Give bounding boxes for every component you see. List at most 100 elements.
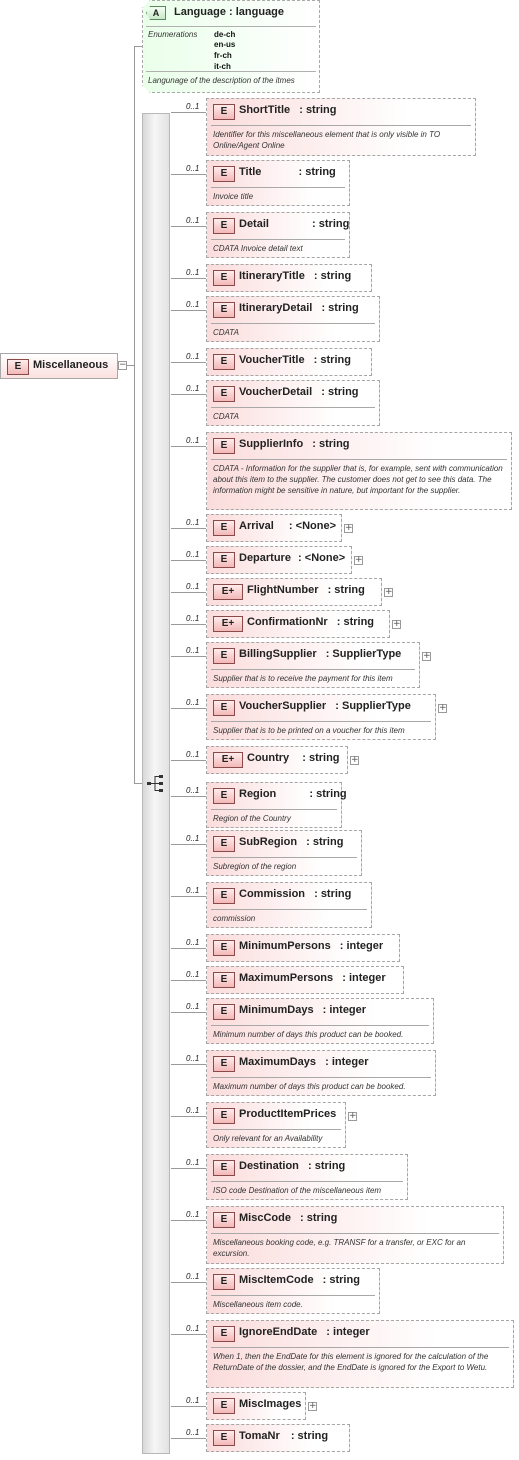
occurrence-label: 0..1 xyxy=(186,834,200,843)
element-badge: E xyxy=(213,354,235,370)
expand-icon[interactable]: + xyxy=(384,587,393,597)
branch-connector xyxy=(171,948,206,949)
element-divider xyxy=(211,125,471,126)
expand-icon[interactable]: + xyxy=(348,1111,357,1121)
element-documentation: When 1, then the EndDate for this elemen… xyxy=(213,1352,489,1372)
element-type: integer xyxy=(348,972,386,984)
element-badge: E+ xyxy=(213,752,243,768)
expand-icon[interactable]: + xyxy=(344,523,353,533)
element-title: ConfirmationNr : string xyxy=(247,616,375,628)
element-badge: E xyxy=(213,1056,235,1072)
element-vouchertitle[interactable]: E VoucherTitle : string xyxy=(206,348,372,376)
attribute-badge: A xyxy=(146,6,166,20)
element-name: MaximumPersons xyxy=(239,972,334,984)
attribute-language[interactable] xyxy=(142,0,320,93)
element-flightnumber[interactable]: E+FlightNumber : string xyxy=(206,578,382,606)
element-title: VoucherTitle : string xyxy=(239,354,351,366)
attr-connector xyxy=(134,46,142,47)
element-badge: E xyxy=(213,700,235,716)
element-badge: E xyxy=(213,1274,235,1290)
element-name: ItineraryTitle xyxy=(239,270,305,282)
element-documentation: Region of the Country xyxy=(213,814,291,823)
occurrence-label: 0..1 xyxy=(186,352,200,361)
occurrence-label: 0..1 xyxy=(186,550,200,559)
branch-connector xyxy=(171,592,206,593)
element-name: SubRegion xyxy=(239,836,298,848)
element-divider xyxy=(211,1077,431,1078)
branch-connector xyxy=(171,1116,206,1117)
element-badge: E xyxy=(213,972,235,988)
branch-connector xyxy=(171,1438,206,1439)
element-type: string xyxy=(297,1430,329,1442)
element-documentation: Supplier that is to be printed on a vouc… xyxy=(213,726,405,735)
expand-icon[interactable]: + xyxy=(308,1401,317,1411)
expand-icon[interactable]: + xyxy=(422,651,431,661)
element-badge: E xyxy=(213,648,235,664)
collapse-icon[interactable]: − xyxy=(118,360,127,370)
branch-connector xyxy=(171,310,206,311)
element-name: TomaNr xyxy=(239,1430,280,1442)
element-name: ConfirmationNr xyxy=(247,616,328,628)
occurrence-label: 0..1 xyxy=(186,268,200,277)
element-badge: E xyxy=(213,104,235,120)
element-divider xyxy=(211,1347,509,1348)
element-country[interactable]: E+ Country : string xyxy=(206,746,348,774)
element-badge: E xyxy=(213,438,235,454)
occurrence-label: 0..1 xyxy=(186,1106,200,1115)
element-name: ShortTitle xyxy=(239,104,291,116)
expand-icon[interactable]: + xyxy=(350,755,359,765)
branch-connector xyxy=(171,624,206,625)
expand-icon[interactable]: + xyxy=(438,703,447,713)
root-element[interactable]: E Miscellaneous xyxy=(0,353,118,379)
element-name: VoucherDetail xyxy=(239,386,313,398)
expand-icon[interactable]: + xyxy=(392,619,401,629)
element-title: Country : string xyxy=(247,752,340,764)
element-title: MinimumDays : integer xyxy=(239,1004,367,1016)
occurrence-label: 0..1 xyxy=(186,1428,200,1437)
occurrence-label: 0..1 xyxy=(186,1396,200,1405)
element-type: string xyxy=(343,616,375,628)
element-badge: E+ xyxy=(213,584,243,600)
element-divider xyxy=(211,1129,341,1130)
sequence-icon[interactable] xyxy=(146,773,166,793)
element-documentation: Invoice title xyxy=(213,192,254,201)
element-title: MiscImages xyxy=(239,1398,301,1410)
branch-connector xyxy=(171,560,206,561)
element-name: Departure xyxy=(239,552,291,564)
expand-icon[interactable]: + xyxy=(354,555,363,565)
element-badge: E xyxy=(213,552,235,568)
element-badge: E xyxy=(213,386,235,402)
element-name: Commission xyxy=(239,888,306,900)
element-title: IgnoreEndDate : integer xyxy=(239,1326,370,1338)
occurrence-label: 0..1 xyxy=(186,1210,200,1219)
branch-connector xyxy=(171,1334,206,1335)
seq-connector xyxy=(134,783,144,784)
element-confirmationnr[interactable]: E+ConfirmationNr : string xyxy=(206,610,390,638)
element-divider xyxy=(211,239,345,240)
